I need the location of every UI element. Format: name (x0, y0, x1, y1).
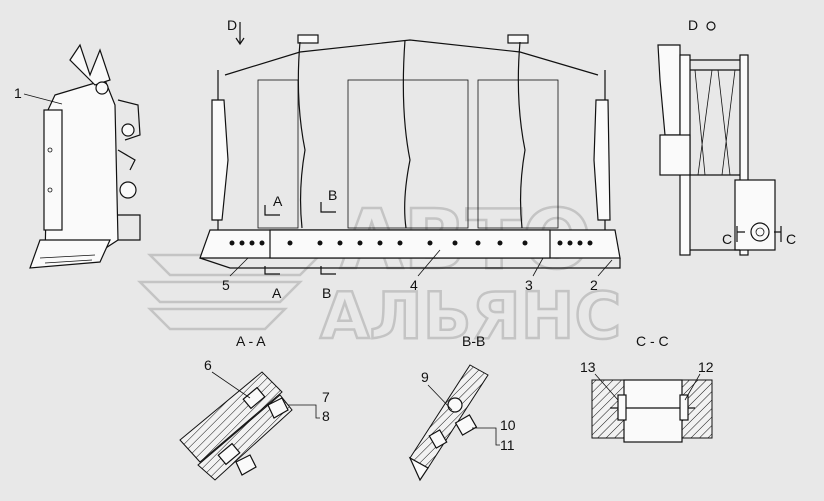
leader-10-11 (472, 427, 500, 446)
leader-4 (417, 249, 441, 277)
callout-4: 4 (410, 277, 418, 293)
callout-11: 11 (500, 437, 515, 453)
view-d-arrow-left (235, 22, 245, 46)
leader-6 (211, 371, 251, 399)
callout-1: 1 (14, 85, 22, 101)
view-d-label-right: D (688, 17, 698, 33)
section-mark-a-top: A (273, 193, 283, 209)
side-view-left (29, 43, 141, 269)
section-mark-b-bottom: B (322, 285, 331, 301)
callout-12: 12 (698, 359, 714, 375)
section-aa-detail (179, 371, 293, 481)
section-title-cc: C - C (636, 333, 669, 349)
view-d-label-left: D (227, 17, 237, 33)
bolt-row (229, 240, 593, 246)
section-cut-b-bottom (320, 266, 336, 275)
leader-7-8 (288, 404, 320, 419)
section-title-bb: B-B (462, 333, 485, 349)
section-bb-detail (408, 364, 489, 482)
side-view-right (657, 44, 776, 256)
section-cut-a-top (264, 205, 280, 216)
callout-13: 13 (580, 359, 596, 375)
callout-5: 5 (222, 277, 230, 293)
watermark-line2: АЛЬЯНС (320, 280, 621, 354)
leader-5 (229, 257, 249, 277)
section-cc-detail (591, 379, 713, 443)
section-cut-a-bottom (264, 266, 280, 275)
section-mark-a-bottom: A (272, 285, 282, 301)
front-view (199, 34, 621, 269)
watermark-logo (136, 253, 324, 331)
view-d-symbol (706, 21, 716, 31)
callout-7: 7 (322, 389, 330, 405)
leader-13 (594, 373, 619, 401)
callout-9: 9 (421, 369, 429, 385)
leader-2 (597, 259, 613, 277)
leader-9 (427, 384, 453, 411)
section-cut-b-top (320, 202, 336, 213)
callout-6: 6 (204, 357, 212, 373)
leader-3 (532, 257, 544, 277)
section-mark-c-right: C (786, 231, 796, 247)
section-mark-b-top: B (328, 187, 337, 203)
callout-10: 10 (500, 417, 516, 433)
section-mark-c-left: C (722, 231, 732, 247)
section-cut-c-right (774, 226, 782, 242)
callout-3: 3 (525, 277, 533, 293)
leader-12 (684, 373, 701, 401)
callout-2: 2 (590, 277, 598, 293)
section-cut-c-left (736, 226, 745, 242)
section-title-aa: A - A (236, 333, 266, 349)
leader-1 (23, 93, 63, 105)
callout-8: 8 (322, 408, 330, 424)
